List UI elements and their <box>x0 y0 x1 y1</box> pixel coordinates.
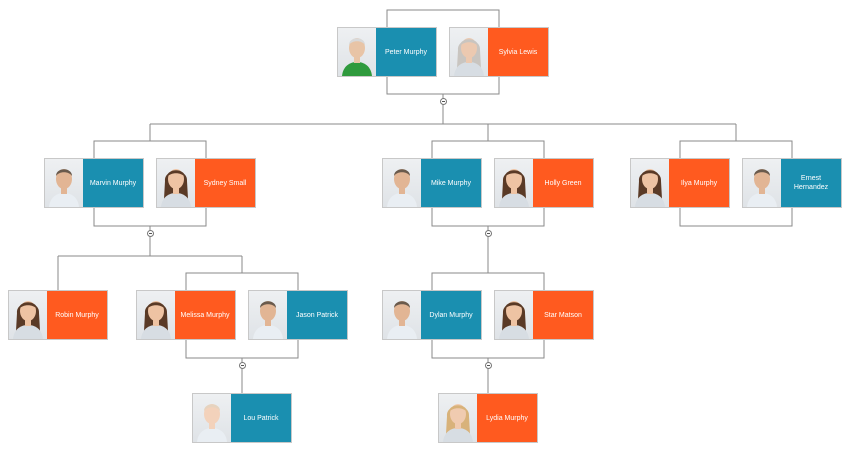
person-card[interactable]: Robin Murphy <box>8 290 108 340</box>
couple-connector <box>431 140 545 158</box>
person-name: Marvin Murphy <box>83 159 143 207</box>
person-card[interactable]: Star Matson <box>494 290 594 340</box>
avatar <box>383 291 421 339</box>
avatar <box>450 28 488 76</box>
person-name: Ernest Hernandez <box>781 159 841 207</box>
couple-connector <box>185 272 299 290</box>
man-portrait-icon <box>49 169 79 207</box>
person-name: Jason Patrick <box>287 291 347 339</box>
couple-connector <box>93 208 207 227</box>
woman-portrait-icon <box>161 169 191 207</box>
man-portrait-icon <box>387 301 417 339</box>
man-portrait-icon <box>253 301 283 339</box>
person-card[interactable]: Ilya Murphy <box>630 158 730 208</box>
person-name: Mike Murphy <box>421 159 481 207</box>
collapse-toggle-icon[interactable] <box>484 229 492 237</box>
person-card[interactable]: Sydney Small <box>156 158 256 208</box>
person-card[interactable]: Holly Green <box>494 158 594 208</box>
person-name: Lydia Murphy <box>477 394 537 442</box>
couple-connector <box>386 77 500 95</box>
woman-portrait-icon <box>13 301 43 339</box>
person-card[interactable]: Marvin Murphy <box>44 158 144 208</box>
girl-portrait-icon <box>443 404 473 442</box>
avatar <box>743 159 781 207</box>
person-card[interactable]: Peter Murphy <box>337 27 437 77</box>
person-name: Holly Green <box>533 159 593 207</box>
collapse-toggle-icon[interactable] <box>238 361 246 369</box>
person-card[interactable]: Lydia Murphy <box>438 393 538 443</box>
couple-connector <box>431 272 545 290</box>
avatar <box>157 159 195 207</box>
avatar <box>45 159 83 207</box>
couple-connector <box>386 9 500 27</box>
person-card[interactable]: Lou Patrick <box>192 393 292 443</box>
person-card[interactable]: Jason Patrick <box>248 290 348 340</box>
collapse-toggle-icon[interactable] <box>484 361 492 369</box>
avatar <box>137 291 175 339</box>
woman-portrait-icon <box>499 169 529 207</box>
person-name: Lou Patrick <box>231 394 291 442</box>
person-name: Peter Murphy <box>376 28 436 76</box>
couple-connector <box>431 340 545 359</box>
man-portrait-icon <box>387 169 417 207</box>
avatar <box>338 28 376 76</box>
avatar <box>495 291 533 339</box>
person-name: Star Matson <box>533 291 593 339</box>
avatar <box>631 159 669 207</box>
baby-portrait-icon <box>197 404 227 442</box>
woman-portrait-icon <box>635 169 665 207</box>
avatar <box>193 394 231 442</box>
collapse-toggle-icon[interactable] <box>439 97 447 105</box>
woman-portrait-icon <box>499 301 529 339</box>
person-name: Sylvia Lewis <box>488 28 548 76</box>
person-name: Dylan Murphy <box>421 291 481 339</box>
avatar <box>439 394 477 442</box>
avatar <box>495 159 533 207</box>
person-card[interactable]: Dylan Murphy <box>382 290 482 340</box>
person-card[interactable]: Melissa Murphy <box>136 290 236 340</box>
elderly-man-portrait-icon <box>342 38 372 76</box>
person-name: Ilya Murphy <box>669 159 729 207</box>
couple-connector <box>431 208 545 227</box>
avatar <box>9 291 47 339</box>
elderly-woman-portrait-icon <box>454 38 484 76</box>
avatar <box>383 159 421 207</box>
person-name: Melissa Murphy <box>175 291 235 339</box>
couple-connector <box>679 208 793 227</box>
couple-connector <box>93 140 207 158</box>
avatar <box>249 291 287 339</box>
woman-portrait-icon <box>141 301 171 339</box>
man-portrait-icon <box>747 169 777 207</box>
couple-connector <box>185 340 299 359</box>
collapse-toggle-icon[interactable] <box>146 229 154 237</box>
couple-connector <box>679 140 793 158</box>
person-card[interactable]: Ernest Hernandez <box>742 158 842 208</box>
person-card[interactable]: Sylvia Lewis <box>449 27 549 77</box>
person-card[interactable]: Mike Murphy <box>382 158 482 208</box>
person-name: Robin Murphy <box>47 291 107 339</box>
person-name: Sydney Small <box>195 159 255 207</box>
